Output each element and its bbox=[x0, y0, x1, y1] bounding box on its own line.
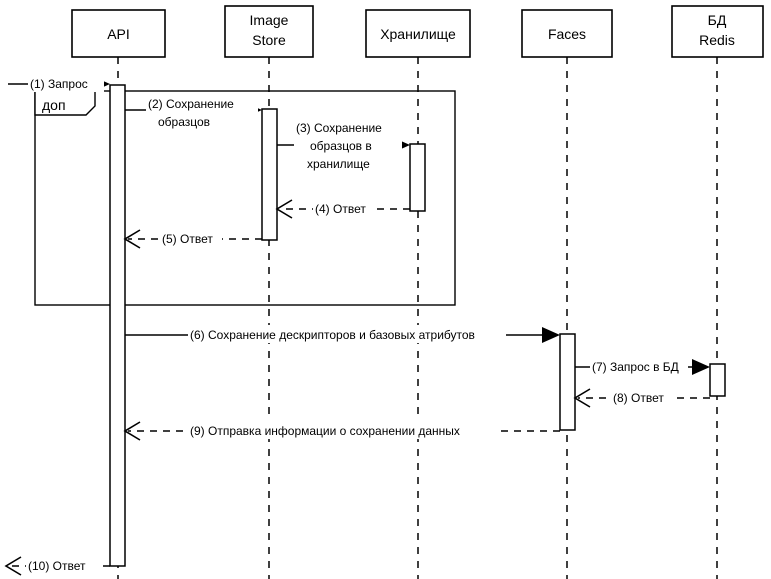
participant-faces-box[interactable] bbox=[521, 9, 613, 58]
message-9-label-bg bbox=[188, 421, 498, 439]
message-4-label-bg bbox=[313, 199, 375, 217]
participant-imagestore-label-line1: Image bbox=[250, 12, 289, 28]
participant-faces-label: Faces bbox=[548, 26, 586, 42]
participant-redis-label-line1: БД bbox=[708, 12, 727, 28]
participant-redis-label-line2: Redis bbox=[699, 32, 735, 48]
message-10[interactable]: (10) Ответ bbox=[4, 556, 110, 576]
activation-bars-group bbox=[109, 84, 726, 567]
participant-api[interactable]: API bbox=[71, 9, 166, 58]
participant-redis[interactable]: БД Redis bbox=[671, 5, 764, 58]
message-2[interactable]: (2) Сохранение образцов bbox=[125, 94, 262, 130]
message-10-arrowhead bbox=[4, 556, 22, 576]
message-10-label: (10) Ответ bbox=[28, 559, 86, 573]
message-8[interactable]: (8) Ответ bbox=[573, 388, 710, 408]
message-9[interactable]: (9) Отправка информации о сохранении дан… bbox=[123, 421, 560, 441]
message-6-label: (6) Сохранение дескрипторов и базовых ат… bbox=[190, 328, 475, 342]
message-9-arrowhead bbox=[123, 421, 141, 441]
participant-boxes-group: API Image Store Хранилище Faces БД Redis bbox=[71, 5, 764, 58]
participant-imagestore-box[interactable] bbox=[224, 5, 314, 58]
message-3-label-line1: (3) Сохранение bbox=[296, 121, 382, 135]
activation-redis bbox=[709, 363, 726, 397]
message-7[interactable]: (7) Запрос в БД bbox=[575, 357, 710, 375]
message-8-label: (8) Ответ bbox=[613, 391, 664, 405]
message-3-label-line2: образцов в bbox=[310, 139, 372, 153]
participant-faces[interactable]: Faces bbox=[521, 9, 613, 58]
participant-storage[interactable]: Хранилище bbox=[365, 9, 471, 58]
participant-imagestore-label-line2: Store bbox=[252, 32, 286, 48]
lifelines-group bbox=[117, 57, 718, 579]
message-5[interactable]: (5) Ответ bbox=[123, 229, 262, 249]
activation-faces bbox=[559, 333, 576, 431]
fragment-border bbox=[34, 90, 456, 306]
message-2-label-line1: (2) Сохранение bbox=[148, 97, 234, 111]
activation-imagestore bbox=[261, 108, 278, 241]
message-4-arrowhead bbox=[275, 199, 293, 219]
participant-storage-box[interactable] bbox=[365, 9, 471, 58]
participant-storage-label: Хранилище bbox=[380, 26, 456, 42]
message-6[interactable]: (6) Сохранение дескрипторов и базовых ат… bbox=[125, 325, 560, 343]
message-6-arrowhead bbox=[542, 327, 560, 343]
fragment-operator-label: доп bbox=[42, 97, 66, 113]
message-3[interactable]: (3) Сохранение образцов в хранилище bbox=[277, 118, 410, 172]
message-1-label-bg bbox=[28, 74, 104, 92]
activation-storage bbox=[409, 143, 426, 212]
message-10-label-bg bbox=[26, 556, 98, 574]
message-5-label-bg bbox=[160, 229, 222, 247]
message-4[interactable]: (4) Ответ bbox=[275, 199, 410, 219]
message-3-label-bg bbox=[294, 118, 402, 172]
message-1-label: (1) Запрос bbox=[30, 77, 88, 91]
activation-api bbox=[109, 84, 126, 567]
message-9-label: (9) Отправка информации о сохранении дан… bbox=[190, 424, 460, 438]
participant-api-label: API bbox=[107, 26, 130, 42]
message-4-label: (4) Ответ bbox=[315, 202, 366, 216]
participant-api-box[interactable] bbox=[71, 9, 166, 58]
message-1[interactable]: (1) Запрос bbox=[8, 74, 110, 92]
message-8-arrowhead bbox=[573, 388, 591, 408]
message-5-arrowhead bbox=[123, 229, 141, 249]
participant-redis-box[interactable] bbox=[671, 5, 764, 58]
participant-imagestore[interactable]: Image Store bbox=[224, 5, 314, 58]
message-8-label-bg bbox=[611, 388, 673, 406]
combined-fragment-dop: доп bbox=[34, 90, 456, 306]
message-7-label: (7) Запрос в БД bbox=[592, 360, 679, 374]
message-7-arrowhead bbox=[692, 359, 710, 375]
message-7-label-bg bbox=[590, 357, 688, 375]
message-2-label-line2: образцов bbox=[158, 115, 210, 129]
message-5-label: (5) Ответ bbox=[162, 232, 213, 246]
message-2-label-bg bbox=[146, 94, 258, 130]
message-3-label-line3: хранилище bbox=[307, 157, 370, 171]
message-6-label-bg bbox=[188, 325, 506, 343]
